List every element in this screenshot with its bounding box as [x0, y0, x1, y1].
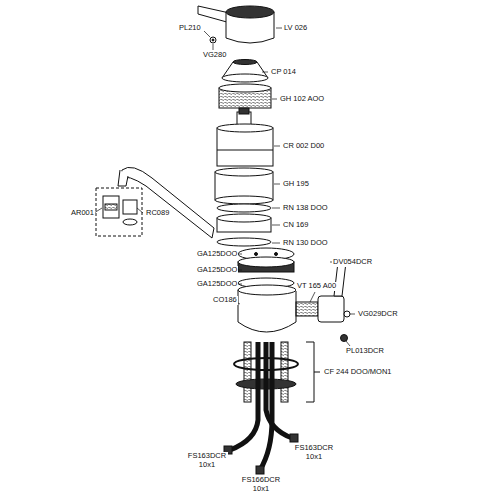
- seal: [123, 200, 137, 214]
- part-label: VG280: [202, 51, 227, 60]
- handle-top: [226, 6, 274, 18]
- hose: [266, 342, 292, 438]
- part-label: CF 244 DOO/MON1: [323, 368, 393, 377]
- part-label: VG029DCR: [357, 310, 399, 319]
- part-label: CO186: [212, 296, 238, 305]
- aerator: [103, 196, 119, 218]
- part-label: GH 195: [282, 180, 310, 189]
- part-label: FS166DCR 10x1: [240, 476, 282, 493]
- stud: [281, 342, 288, 402]
- part-label: GH 102 AOO: [279, 95, 325, 104]
- part-label: RC089: [145, 209, 170, 218]
- part-label: GA125DOO: [196, 266, 238, 275]
- valve-stem: [296, 302, 318, 316]
- spout: [120, 167, 214, 238]
- part-label: CP 014: [270, 68, 297, 77]
- valve-lever: [334, 262, 346, 296]
- screw: [210, 37, 216, 43]
- part-label: FS163DCR 10x1: [186, 452, 228, 469]
- part-label: AR001: [70, 209, 95, 218]
- part-label: CR 002 D00: [282, 142, 325, 151]
- o-ring: [217, 238, 271, 246]
- cartridge: [217, 128, 273, 166]
- part-label: GA125DOO: [196, 250, 238, 259]
- valve-knob: [318, 296, 344, 322]
- screw: [344, 311, 350, 317]
- part-label: DV054DCR: [332, 258, 373, 267]
- stud: [244, 342, 251, 402]
- bracket: [306, 342, 320, 402]
- hose: [230, 342, 258, 450]
- aerator-bracket: [96, 188, 142, 236]
- part-label: GA125DOO: [196, 280, 238, 289]
- part-label: CN 169: [282, 221, 309, 230]
- cap: [341, 335, 348, 342]
- part-label: RN 130 DOO: [282, 239, 329, 248]
- base-body: [238, 290, 296, 332]
- part-label: FS163DCR 10x1: [293, 444, 335, 461]
- part-label: PL210: [178, 24, 202, 33]
- part-label: PL013DCR: [345, 347, 385, 356]
- part-label: VT 165 A00: [296, 282, 337, 291]
- part-label: RN 138 DOO: [282, 204, 329, 213]
- leader-lines: [94, 28, 355, 346]
- part-label: LV 026: [283, 24, 308, 33]
- o-ring: [217, 204, 271, 212]
